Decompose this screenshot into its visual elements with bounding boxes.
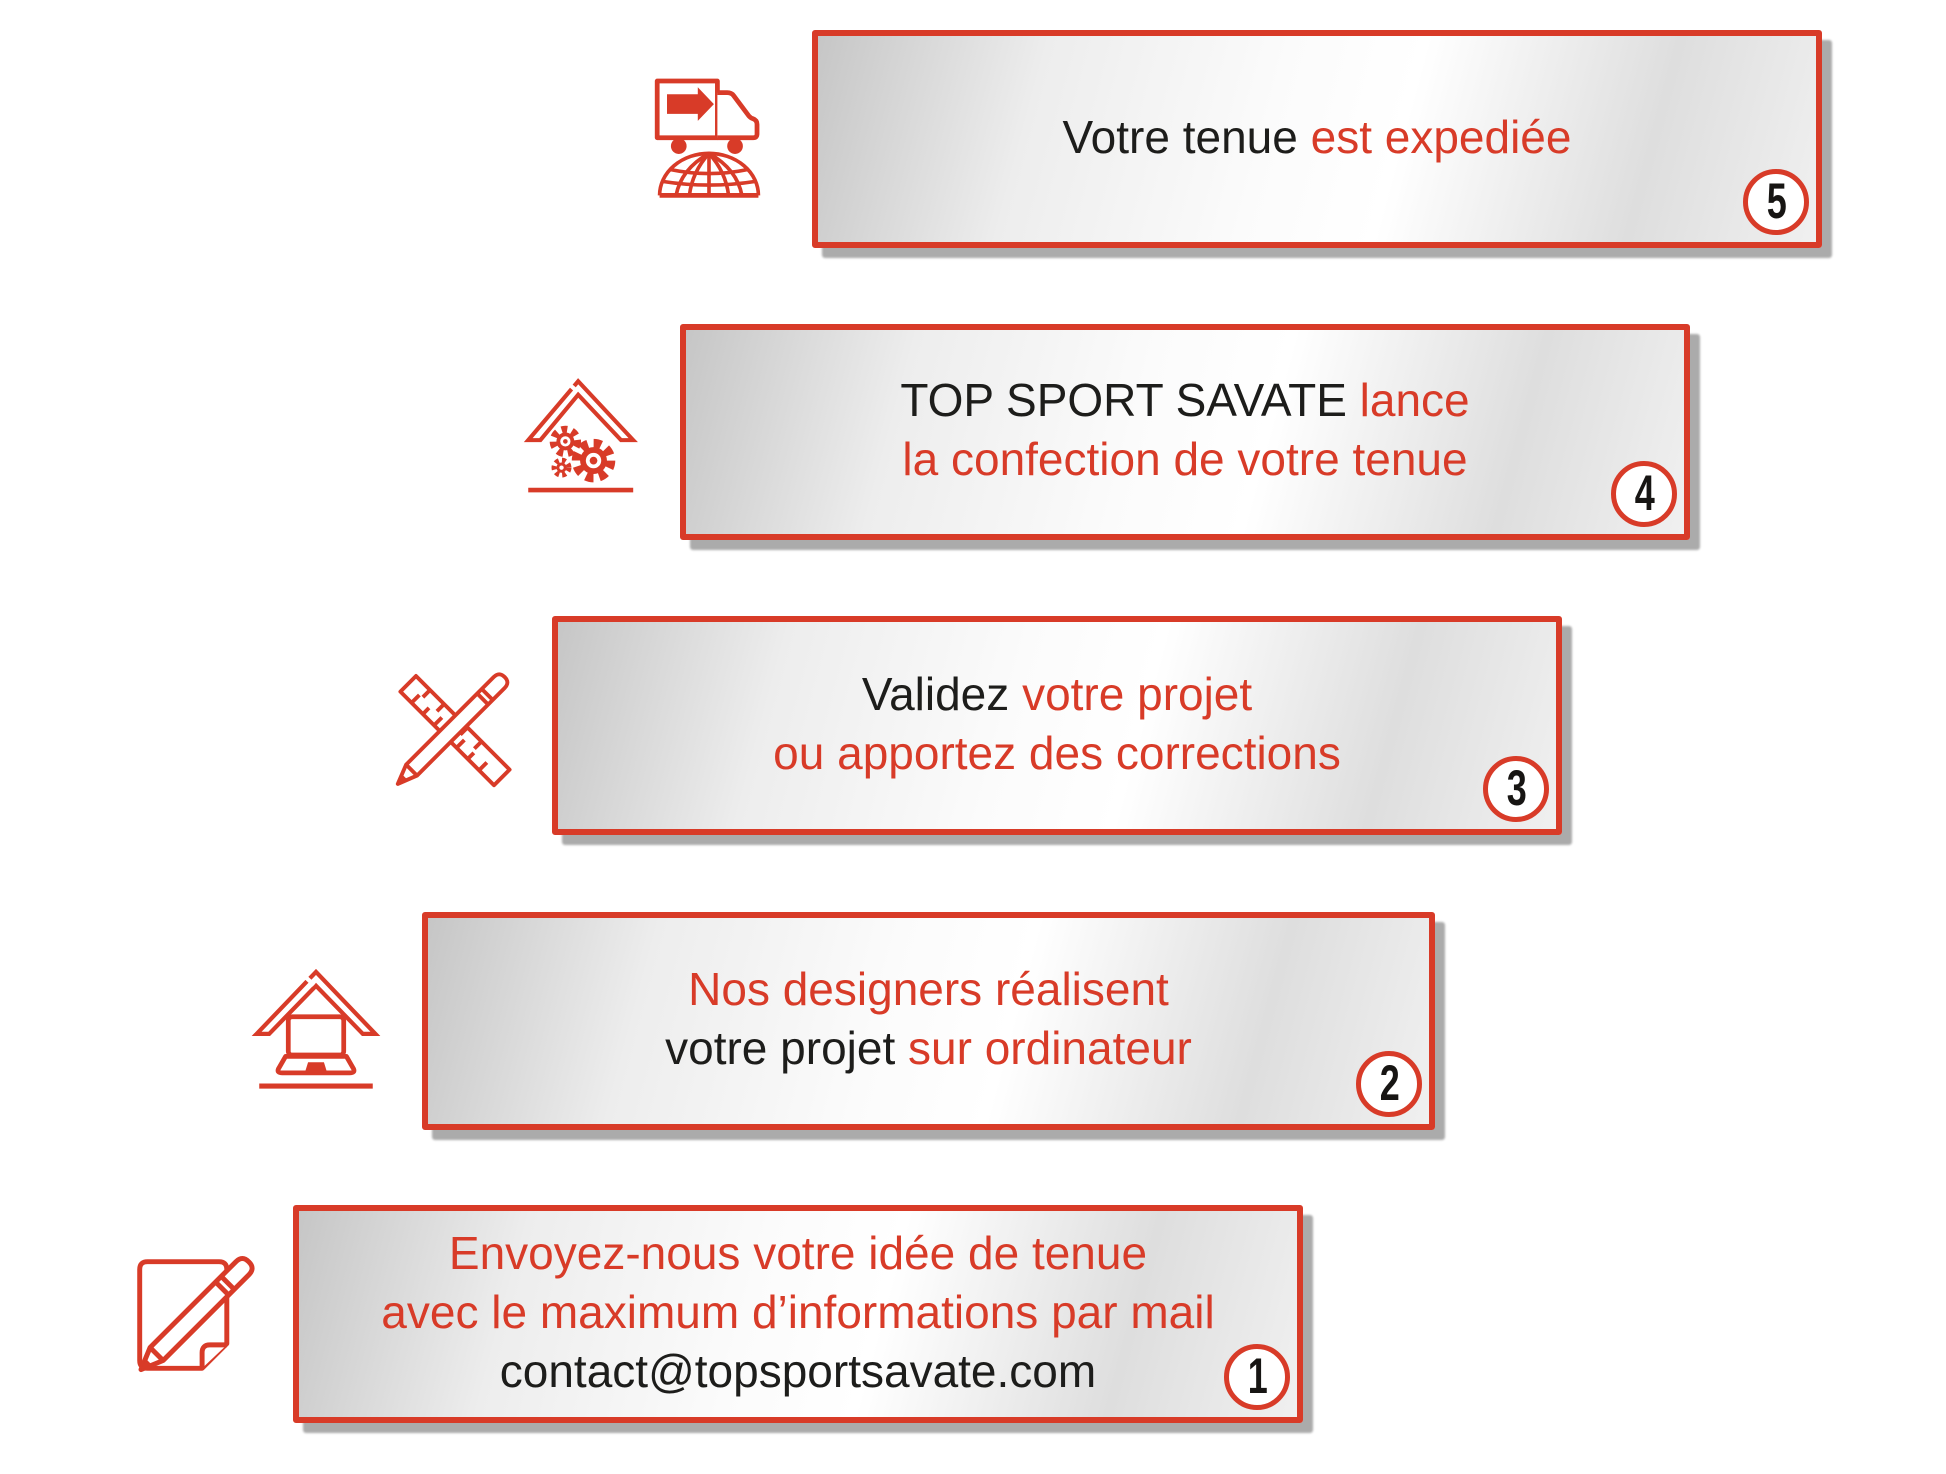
text-line: TOP SPORT SAVATE lance	[900, 371, 1469, 430]
text-segment: lance	[1359, 374, 1470, 426]
step-1-text: Envoyez-nous votre idée de tenue avec le…	[381, 1224, 1214, 1401]
text-line: Envoyez-nous votre idée de tenue	[381, 1224, 1214, 1283]
step-box-1: Envoyez-nous votre idée de tenue avec le…	[293, 1205, 1303, 1423]
step-box-3: Validez votre projet ou apportez des cor…	[552, 616, 1562, 835]
step-5-number-badge: 5	[1743, 169, 1809, 235]
text-line: Validez votre projet	[773, 665, 1341, 724]
step-number: 2	[1379, 1054, 1399, 1111]
text-segment: votre projet	[665, 1022, 909, 1074]
step-3-text: Validez votre projet ou apportez des cor…	[773, 665, 1341, 783]
step-number: 4	[1634, 464, 1654, 521]
workshop-gears-icon	[523, 378, 638, 493]
text-line: contact@topsportsavate.com	[381, 1342, 1214, 1401]
text-segment: votre projet	[1022, 667, 1253, 720]
step-box-4: TOP SPORT SAVATE lance la confection de …	[680, 324, 1690, 540]
text-segment: Envoyez-nous votre idée de tenue	[448, 1226, 1148, 1279]
text-line: Nos designers réalisent	[665, 960, 1192, 1019]
delivery-truck-globe-icon	[654, 78, 761, 198]
text-line: votre projet sur ordinateur	[665, 1019, 1192, 1078]
step-box-2: Nos designers réalisent votre projet sur…	[422, 912, 1435, 1130]
text-segment: Validez	[861, 667, 1023, 720]
email-text: contact@topsportsavate.com	[499, 1344, 1097, 1397]
text-segment: sur ordinateur	[908, 1022, 1192, 1074]
step-4-number-badge: 4	[1611, 461, 1677, 527]
step-1-number-badge: 1	[1224, 1344, 1290, 1410]
text-segment: est expediée	[1310, 110, 1572, 163]
computer-design-icon	[251, 968, 381, 1089]
text-line: ou apportez des corrections	[773, 724, 1341, 783]
step-2-text: Nos designers réalisent votre projet sur…	[665, 960, 1192, 1078]
text-segment: TOP SPORT SAVATE	[900, 374, 1360, 426]
text-segment: Nos designers réalisent	[688, 963, 1169, 1015]
step-box-5: Votre tenue est expediée 5	[812, 30, 1822, 248]
text-line: avec le maximum d’informations par mail	[381, 1283, 1214, 1342]
text-segment: Votre tenue	[1062, 110, 1311, 163]
step-4-text: TOP SPORT SAVATE lance la confection de …	[900, 371, 1469, 489]
text-segment: avec le maximum d’informations par mail	[381, 1285, 1215, 1338]
text-line: Votre tenue est expediée	[1063, 108, 1572, 167]
text-segment: la confection de votre tenue	[902, 433, 1468, 485]
step-2-number-badge: 2	[1356, 1051, 1422, 1117]
ruler-pencil-icon	[395, 672, 512, 788]
text-segment: ou apportez des corrections	[773, 726, 1341, 779]
step-5-text: Votre tenue est expediée	[1063, 108, 1572, 167]
note-pencil-icon	[137, 1256, 255, 1373]
step-number: 5	[1766, 172, 1786, 229]
step-number: 3	[1506, 759, 1526, 816]
step-3-number-badge: 3	[1483, 756, 1549, 822]
step-number: 1	[1247, 1347, 1267, 1404]
text-line: la confection de votre tenue	[900, 430, 1469, 489]
